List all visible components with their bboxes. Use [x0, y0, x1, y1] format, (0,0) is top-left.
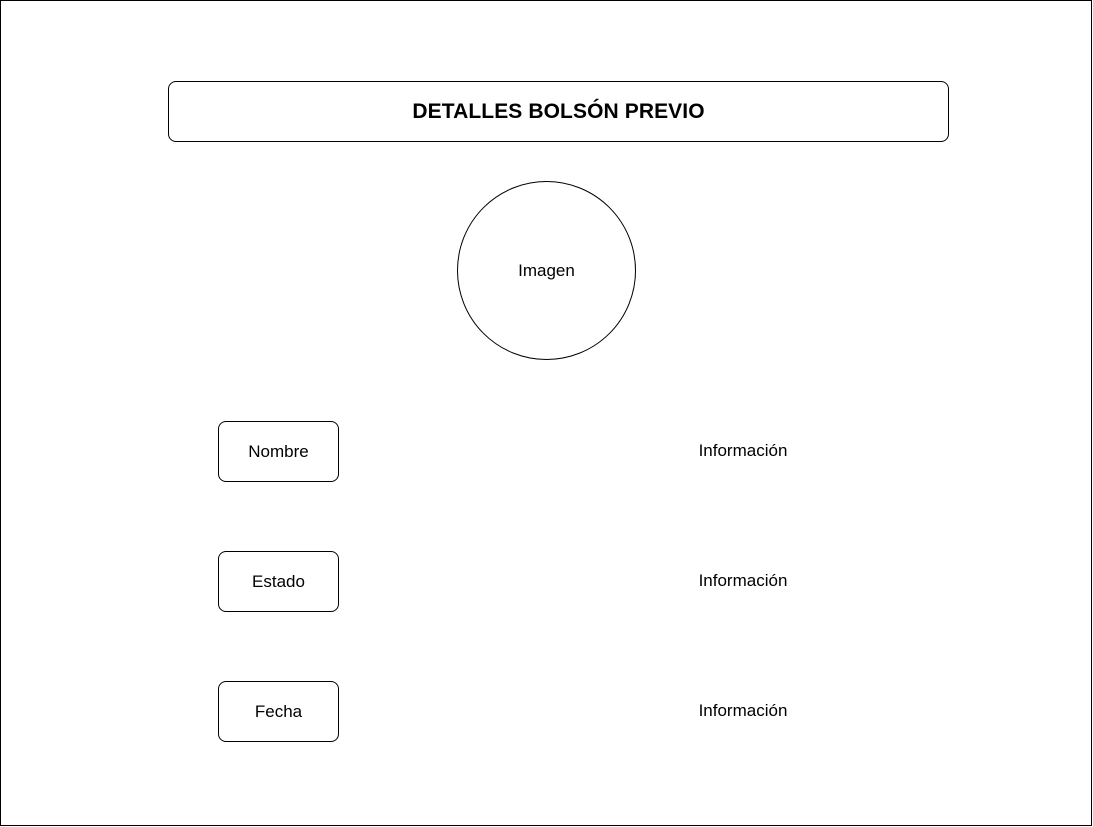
- field-label-fecha: Fecha: [218, 681, 339, 742]
- page-title: DETALLES BOLSÓN PREVIO: [412, 99, 705, 123]
- field-value-text: Información: [698, 441, 788, 460]
- field-value-text: Información: [698, 571, 788, 590]
- field-value-nombre: Información: [663, 421, 823, 481]
- field-value-fecha: Información: [663, 681, 823, 741]
- field-label-text: Nombre: [248, 441, 309, 461]
- field-label-estado: Estado: [218, 551, 339, 612]
- field-value-estado: Información: [663, 551, 823, 611]
- field-label-nombre: Nombre: [218, 421, 339, 482]
- field-label-text: Fecha: [254, 701, 303, 721]
- image-placeholder-label: Imagen: [518, 260, 575, 280]
- image-placeholder: Imagen: [457, 181, 636, 360]
- title-box: DETALLES BOLSÓN PREVIO: [168, 81, 949, 142]
- field-value-text: Información: [698, 701, 788, 720]
- field-label-text: Estado: [252, 571, 305, 591]
